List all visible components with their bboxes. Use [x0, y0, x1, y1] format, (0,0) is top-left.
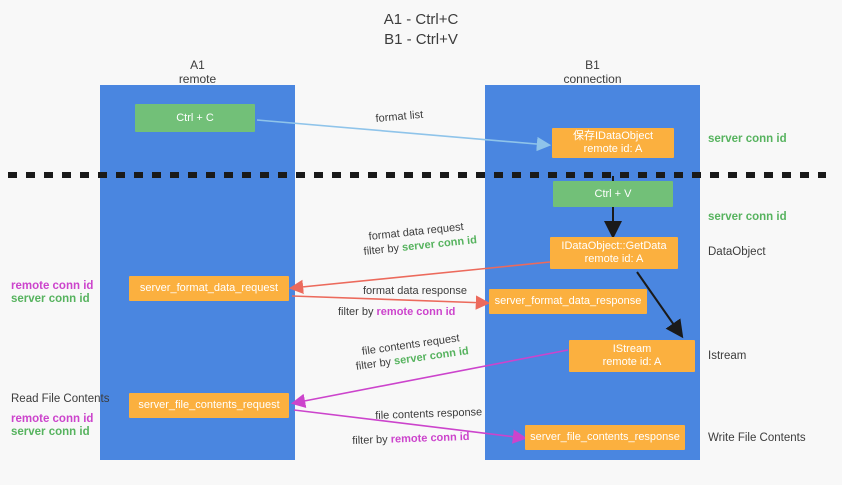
filter-prefix-3: filter by	[355, 356, 392, 373]
column-header-a1: A1 remote	[100, 58, 295, 86]
node-ctrl-v-label: Ctrl + V	[594, 187, 632, 200]
node-server-file-contents-response[interactable]: server_file_contents_response	[525, 425, 685, 450]
page-title: A1 - Ctrl+C B1 - Ctrl+V	[0, 10, 842, 50]
node-server-format-data-response[interactable]: server_format_data_response	[489, 289, 647, 314]
label-remote-conn-id-2: remote conn id	[11, 413, 94, 425]
node-getdata-line2: remote id: A	[584, 253, 644, 265]
label-dataobject: DataObject	[708, 246, 766, 258]
arrow-label-format-data-response-filter: filter by remote conn id	[338, 305, 455, 319]
filter-prefix-4: filter by	[352, 433, 388, 447]
filter-value-2: remote conn id	[376, 306, 456, 318]
label-write-file-contents: Write File Contents	[708, 432, 806, 444]
node-server-format-data-request-label: server_format_data_request	[139, 282, 279, 294]
filter-prefix-2: filter by	[338, 306, 374, 318]
column-a1-name: A1	[190, 58, 205, 72]
node-istream-line2: remote id: A	[602, 356, 662, 368]
node-server-file-contents-response-label: server_file_contents_response	[530, 431, 680, 443]
node-save-idataobject[interactable]: 保存IDataObject remote id: A	[552, 128, 674, 158]
label-remote-conn-id-1: remote conn id	[11, 280, 94, 292]
node-ctrl-c-label: Ctrl + C	[176, 111, 214, 124]
node-istream-line1: IStream	[612, 343, 652, 355]
filter-value-4: remote conn id	[390, 430, 470, 446]
node-idataobject-getdata[interactable]: IDataObject::GetData remote id: A	[550, 237, 678, 269]
arrow-label-file-contents-response-filter: filter by remote conn id	[352, 430, 470, 448]
node-save-idataobject-line1: 保存IDataObject	[572, 130, 654, 142]
node-ctrl-v[interactable]: Ctrl + V	[553, 181, 673, 207]
node-save-idataobject-line2: remote id: A	[583, 143, 643, 155]
node-server-format-data-response-label: server_format_data_response	[494, 295, 642, 307]
arrow-label-format-data-response: format data response	[363, 285, 467, 297]
column-a1-sub: remote	[178, 72, 217, 86]
column-b1-name: B1	[585, 58, 600, 72]
arrow-label-file-contents-response: file contents response	[375, 406, 483, 422]
title-line-1: A1 - Ctrl+C	[383, 11, 459, 28]
label-read-file-contents: Read File Contents	[11, 393, 110, 405]
column-b1-sub: connection	[563, 72, 622, 86]
node-server-file-contents-request[interactable]: server_file_contents_request	[129, 393, 289, 418]
node-server-format-data-request[interactable]: server_format_data_request	[129, 276, 289, 301]
node-istream[interactable]: IStream remote id: A	[569, 340, 695, 372]
label-server-conn-id-top: server conn id	[708, 133, 787, 145]
node-ctrl-c[interactable]: Ctrl + C	[135, 104, 255, 132]
arrow-label-format-list: format list	[375, 108, 424, 125]
filter-prefix-1: filter by	[363, 242, 400, 258]
node-server-file-contents-request-label: server_file_contents_request	[138, 399, 280, 411]
column-header-b1: B1 connection	[485, 58, 700, 86]
title-line-2: B1 - Ctrl+V	[384, 31, 458, 48]
label-server-conn-id-2: server conn id	[11, 426, 90, 438]
label-server-conn-id-mid: server conn id	[708, 211, 787, 223]
label-server-conn-id-1: server conn id	[11, 293, 90, 305]
node-getdata-line1: IDataObject::GetData	[561, 240, 667, 252]
label-istream: Istream	[708, 350, 747, 362]
